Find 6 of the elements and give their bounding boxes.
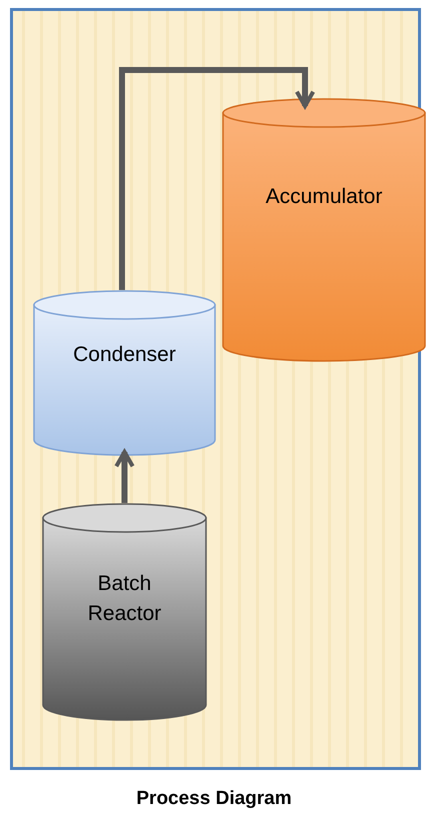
flow-arrow	[119, 67, 316, 290]
caption: Process Diagram	[135, 788, 293, 810]
tank-label: Accumulator	[264, 184, 384, 210]
tank-label: Condenser	[72, 342, 177, 368]
tank-label: Batch Reactor	[86, 571, 162, 628]
flow-arrow	[114, 450, 135, 503]
